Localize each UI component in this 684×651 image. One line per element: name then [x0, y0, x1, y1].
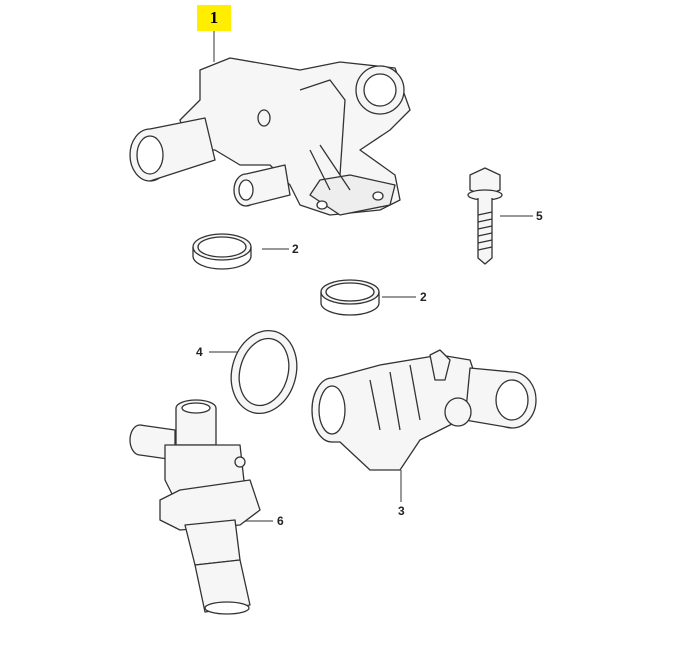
callout-3[interactable]: 3	[398, 504, 405, 518]
part-3-elbow-housing[interactable]	[311, 349, 537, 471]
part-5-bolt[interactable]	[467, 167, 503, 265]
part-2-seal-ring-b[interactable]	[320, 279, 380, 316]
callout-4[interactable]: 4	[196, 345, 203, 359]
part-6-thermostat[interactable]	[129, 399, 261, 615]
callout-6[interactable]: 6	[277, 514, 284, 528]
callout-5[interactable]: 5	[536, 209, 543, 223]
part-4-o-ring[interactable]	[222, 323, 306, 421]
part-1-thermostat-housing[interactable]	[129, 57, 411, 216]
part-2-seal-ring-a[interactable]	[192, 233, 252, 270]
callout-2-b[interactable]: 2	[420, 290, 427, 304]
callout-2-a[interactable]: 2	[292, 242, 299, 256]
callout-1-highlighted[interactable]: 1	[197, 5, 231, 31]
